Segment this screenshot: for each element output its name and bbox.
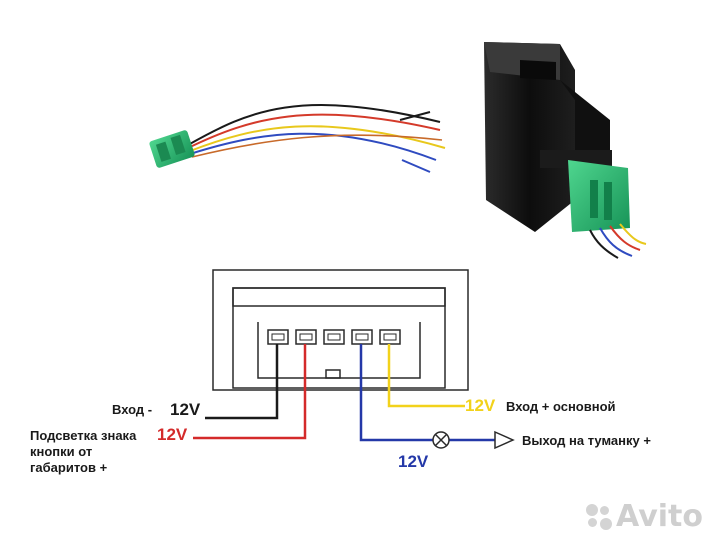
label-output-fog: Выход на туманку + (522, 433, 651, 448)
voltage-blue: 12V (398, 452, 429, 471)
label-input-plus-main: Вход + основной (506, 399, 616, 414)
connector-schematic (212, 269, 469, 391)
red-wire (193, 344, 307, 440)
pin-3 (323, 329, 345, 345)
avito-wordmark: Avito (616, 499, 703, 534)
green-plug (149, 130, 195, 168)
voltage-black: 12V (170, 400, 201, 419)
pin-2 (295, 329, 317, 345)
arrow-output-icon (494, 430, 515, 450)
black-wire (205, 344, 279, 420)
yellow-wire (387, 344, 465, 408)
pin-5 (379, 329, 401, 345)
label-backlight-line3: габаритов + (30, 460, 108, 475)
lamp-icon (432, 431, 450, 449)
pin-4 (351, 329, 373, 345)
avito-logo-icon (586, 503, 613, 530)
label-backlight-line1: Подсветка знака (30, 428, 137, 443)
switch-housing (484, 42, 647, 259)
blue-wire (359, 344, 495, 442)
label-input-minus: Вход - (112, 402, 153, 417)
wire-harness (187, 104, 446, 173)
voltage-yellow: 12V (465, 396, 496, 415)
voltage-red: 12V (157, 425, 188, 444)
avito-watermark: Avito (586, 499, 703, 534)
pin-1 (267, 329, 289, 345)
label-backlight-line2: кнопки от (30, 444, 93, 459)
